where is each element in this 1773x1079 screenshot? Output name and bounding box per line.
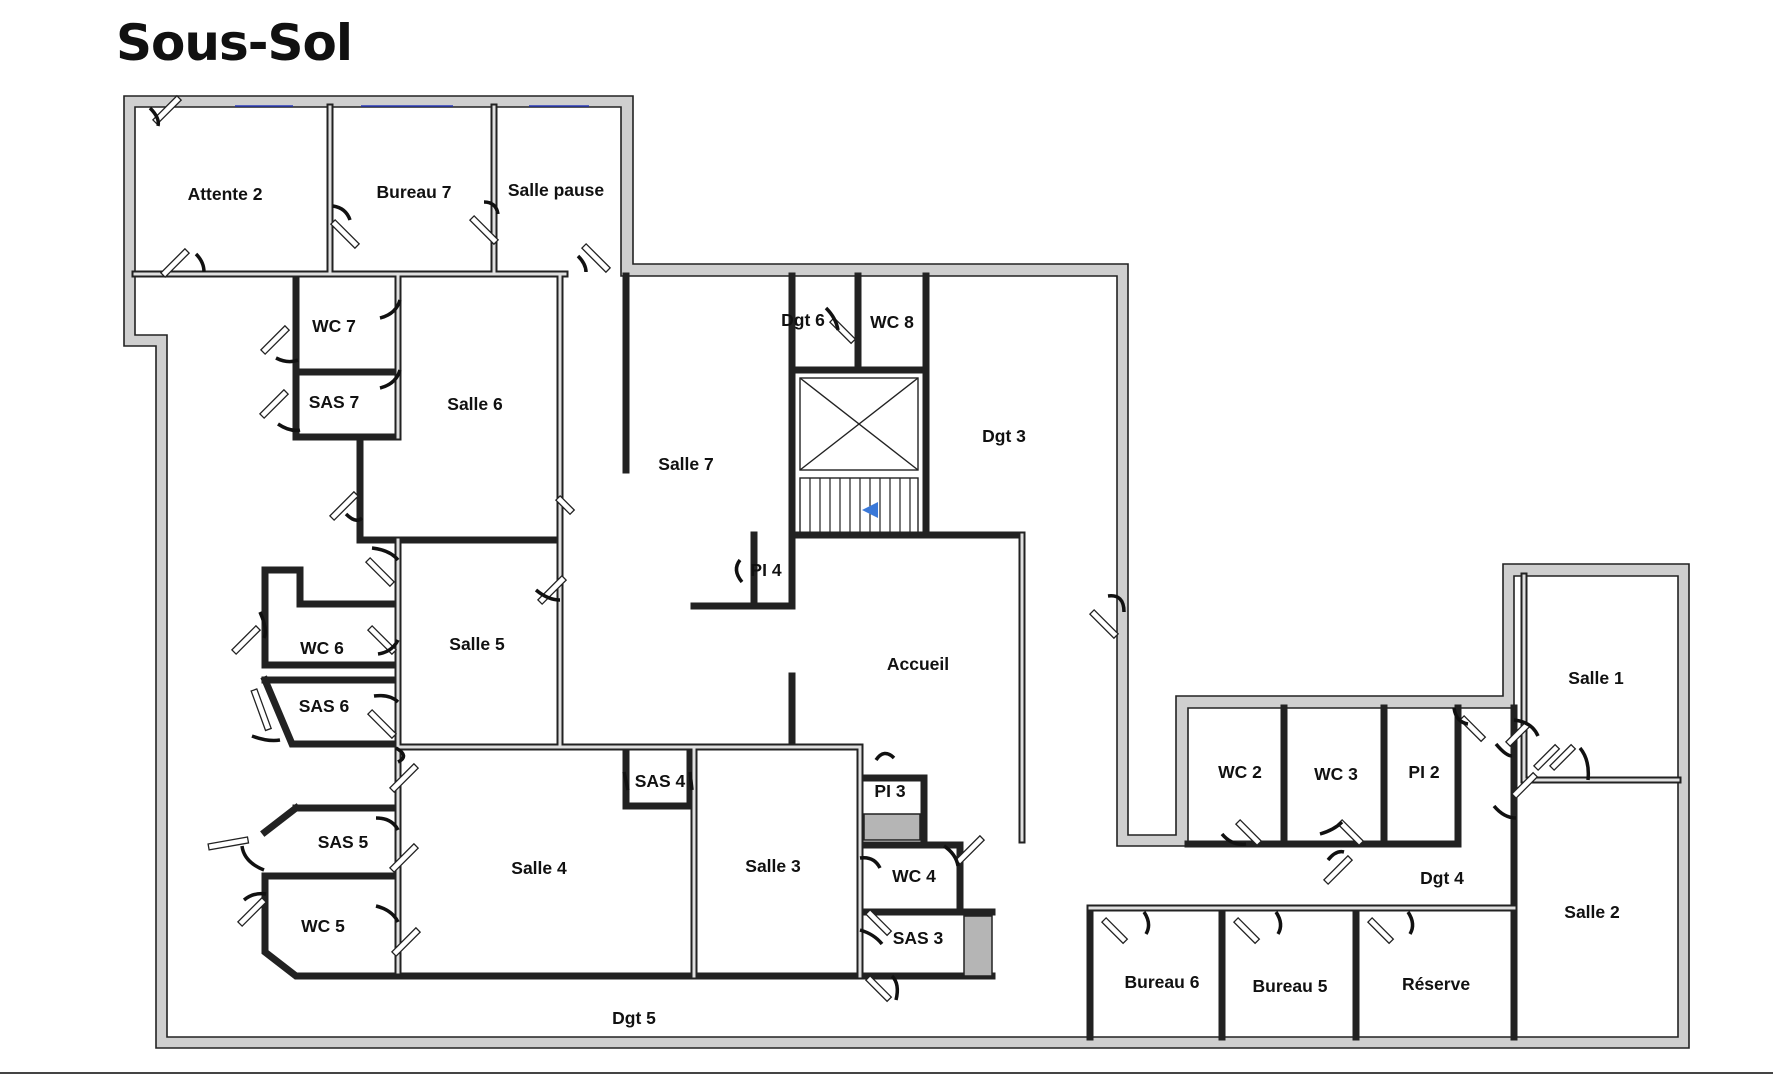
room-label-pi-4: PI 4: [750, 560, 781, 580]
room-label-salle-4: Salle 4: [511, 858, 567, 878]
room-label-sas-4: SAS 4: [635, 771, 686, 791]
room-label-wc-7: WC 7: [312, 316, 356, 336]
room-label-sas-7: SAS 7: [309, 392, 360, 412]
room-label-salle-pause: Salle pause: [508, 180, 605, 200]
room-label-bureau-6: Bureau 6: [1125, 972, 1200, 992]
room-label-sas-3: SAS 3: [893, 928, 944, 948]
technical-block: [963, 915, 993, 977]
room-label-dgt-6: Dgt 6: [781, 310, 825, 330]
room-label-salle-1: Salle 1: [1568, 668, 1624, 688]
room-label-dgt-3: Dgt 3: [982, 426, 1026, 446]
room-label-salle-6: Salle 6: [447, 394, 503, 414]
room-label-reserve: Réserve: [1402, 974, 1470, 994]
stair-arrow-icon: [862, 502, 878, 518]
doors: [148, 94, 1591, 1003]
room-label-salle-7: Salle 7: [658, 454, 713, 474]
staircase: [799, 477, 919, 537]
room-label-dgt-5: Dgt 5: [612, 1008, 656, 1028]
room-label-bureau-5: Bureau 5: [1253, 976, 1328, 996]
room-label-sas-5: SAS 5: [318, 832, 369, 852]
room-label-dgt-4: Dgt 4: [1420, 868, 1464, 888]
room-label-sas-6: SAS 6: [299, 696, 350, 716]
room-label-wc-2: WC 2: [1218, 762, 1262, 782]
bottom-divider: [0, 1072, 1773, 1074]
room-label-pi-3: PI 3: [874, 781, 905, 801]
technical-block: [863, 813, 921, 841]
room-label-wc-4: WC 4: [892, 866, 936, 886]
room-label-wc-3: WC 3: [1314, 764, 1358, 784]
lift-shaft: [799, 377, 919, 471]
plan-title: Sous-Sol: [116, 14, 353, 72]
room-labels: Attente 2 Bureau 7 Salle pause WC 7 SAS …: [188, 180, 1624, 1028]
interior-walls: [131, 103, 1682, 1041]
room-label-wc-8: WC 8: [870, 312, 914, 332]
room-label-salle-3: Salle 3: [745, 856, 801, 876]
room-label-attente-2: Attente 2: [188, 184, 263, 204]
room-label-bureau-7: Bureau 7: [377, 182, 452, 202]
room-label-pi-2: PI 2: [1408, 762, 1439, 782]
room-label-salle-5: Salle 5: [449, 634, 505, 654]
room-label-salle-2: Salle 2: [1564, 902, 1620, 922]
room-label-wc-6: WC 6: [300, 638, 344, 658]
room-label-wc-5: WC 5: [301, 916, 345, 936]
room-label-accueil: Accueil: [887, 654, 949, 674]
